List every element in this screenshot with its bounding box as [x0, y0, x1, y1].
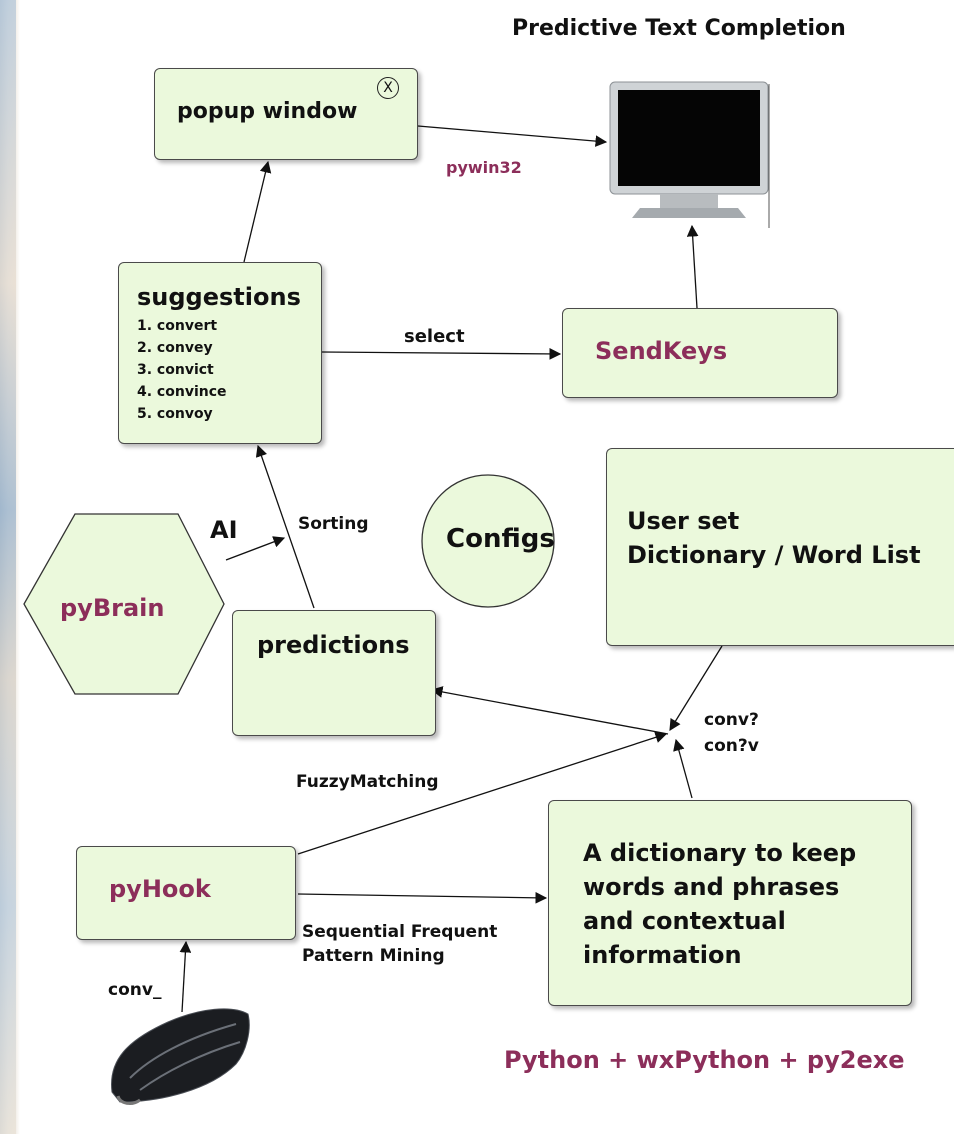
popup-window-box: popup window X	[154, 68, 418, 160]
label-ai: AI	[210, 516, 238, 544]
label-input-conv: conv_	[108, 980, 162, 1000]
arrow-dictionary-to-junction	[673, 738, 693, 799]
suggestion-item: 5. convoy	[137, 406, 213, 422]
dictionary-line-4: information	[583, 941, 742, 969]
arrow-userdict-to-junction	[669, 645, 723, 731]
close-icon: X	[377, 77, 399, 99]
diagram-title: Predictive Text Completion	[512, 16, 846, 41]
arrow-ai-to-sorting	[225, 536, 286, 561]
arrow-pyhook-to-junction	[297, 731, 668, 855]
suggestion-item: 2. convey	[137, 340, 213, 356]
popup-window-label: popup window	[177, 99, 358, 124]
label-sorting: Sorting	[298, 514, 369, 534]
arrow-popup-to-monitor	[417, 125, 608, 147]
arrow-sendkeys-to-monitor	[686, 224, 699, 309]
sendkeys-box: SendKeys	[562, 308, 838, 398]
suggestions-title: suggestions	[137, 283, 301, 311]
suggestions-box: suggestions 1. convert 2. convey 3. conv…	[118, 262, 322, 444]
arrow-predictions-to-suggestions	[255, 444, 315, 609]
arrow-suggestions-to-sendkeys	[321, 348, 562, 360]
predictions-box: predictions	[232, 610, 436, 736]
suggestion-item: 1. convert	[137, 318, 218, 334]
pyhook-box: pyHook	[76, 846, 296, 940]
configs-label: Configs	[446, 524, 555, 554]
pyhook-label: pyHook	[109, 875, 211, 903]
arrow-keyboard-to-pyhook	[179, 940, 192, 1013]
label-spm-line-2: Pattern Mining	[302, 946, 445, 966]
pybrain-hexagon	[23, 513, 225, 695]
dictionary-line-3: and contextual	[583, 907, 786, 935]
dictionary-line-2: words and phrases	[583, 873, 840, 901]
user-dictionary-line-1: User set	[627, 507, 740, 535]
dictionary-box: A dictionary to keep words and phrases a…	[548, 800, 912, 1006]
label-pywin32: pywin32	[446, 158, 522, 177]
pybrain-label: pyBrain	[60, 594, 165, 622]
arrow-suggestions-to-popup	[243, 160, 272, 263]
label-select: select	[404, 326, 465, 347]
pattern-conv-wild: conv?	[704, 710, 759, 730]
keyboard-icon	[111, 1008, 250, 1105]
suggestion-item: 3. convict	[137, 362, 214, 378]
arrow-pyhook-to-dictionary	[297, 891, 548, 904]
predictions-label: predictions	[257, 631, 410, 659]
user-dictionary-line-2: Dictionary / Word List	[627, 541, 921, 569]
user-dictionary-box: User set Dictionary / Word List	[606, 448, 954, 646]
monitor-icon	[609, 81, 770, 228]
configs-circle	[421, 474, 555, 608]
suggestion-item: 4. convince	[137, 384, 227, 400]
suggestions-list: 1. convert 2. convey 3. convict 4. convi…	[137, 315, 227, 425]
pattern-con-wild-v: con?v	[704, 736, 759, 756]
label-fuzzy-matching: FuzzyMatching	[296, 772, 439, 792]
arrow-junction-to-predictions	[430, 686, 669, 735]
sendkeys-label: SendKeys	[595, 337, 728, 365]
dictionary-line-1: A dictionary to keep	[583, 839, 857, 867]
footer-tech-stack: Python + wxPython + py2exe	[504, 1046, 905, 1074]
label-spm-line-1: Sequential Frequent	[302, 922, 498, 942]
background-strip	[0, 0, 16, 1134]
